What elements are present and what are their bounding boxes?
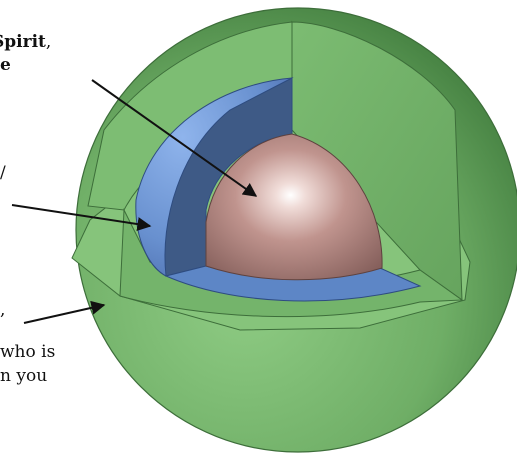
top-label-spirit: Spirit: [0, 32, 46, 52]
middle-label-fragment: /: [0, 163, 6, 183]
top-label-line2: e: [0, 55, 11, 75]
top-label-line1: Spirit,: [0, 32, 51, 52]
top-label-punct: ,: [46, 32, 51, 52]
bottom-label-fragment: ,: [0, 300, 5, 320]
bottom-note-line2: n you: [0, 366, 47, 386]
bottom-note-line1: who is: [0, 342, 55, 362]
